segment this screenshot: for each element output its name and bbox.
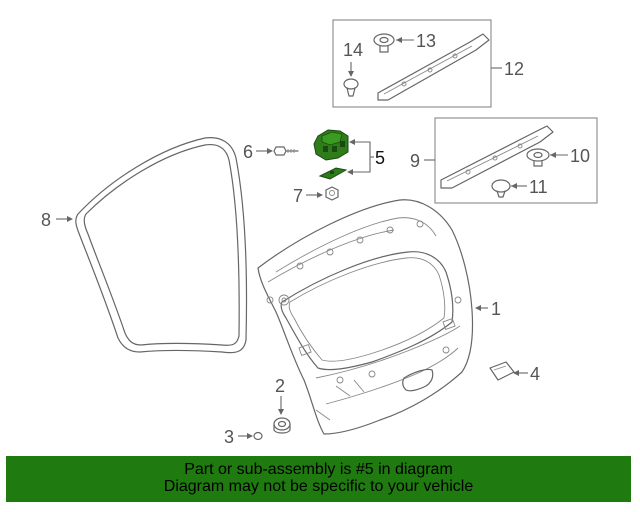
- plug-3[interactable]: [253, 431, 263, 441]
- callout-10: 10: [570, 146, 590, 166]
- callout-8: 8: [41, 210, 51, 230]
- bolt-6[interactable]: [273, 146, 299, 156]
- callout-5: 5: [375, 148, 385, 168]
- callout-3: 3: [224, 427, 234, 447]
- bracket-4[interactable]: [489, 361, 515, 381]
- clip-13[interactable]: [373, 33, 395, 53]
- callout-14: 14: [343, 40, 363, 60]
- callout-4: 4: [530, 364, 540, 384]
- callout-11: 11: [529, 177, 548, 197]
- bumper-2[interactable]: [273, 417, 291, 434]
- weatherstrip-9[interactable]: [440, 125, 554, 189]
- clip-11[interactable]: [491, 179, 511, 198]
- banner-line-1: Part or sub-assembly is #5 in diagram: [184, 461, 453, 478]
- clip-14[interactable]: [343, 78, 359, 97]
- nut-7[interactable]: [325, 186, 339, 201]
- callout-6: 6: [243, 142, 253, 162]
- weatherstrip-12[interactable]: [377, 33, 490, 101]
- callout-7: 7: [293, 186, 303, 206]
- part-group-box-12: [332, 19, 492, 108]
- callout-2: 2: [275, 376, 285, 396]
- callout-9: 9: [410, 151, 420, 171]
- parts-diagram: 13 14 12 10 11 9: [41, 19, 598, 447]
- callout-12: 12: [504, 59, 524, 79]
- info-banner: Part or sub-assembly is #5 in diagram Di…: [6, 456, 631, 502]
- callout-13: 13: [416, 31, 436, 51]
- clip-10[interactable]: [526, 148, 550, 167]
- hinge-assembly-5[interactable]: [313, 129, 349, 180]
- liftgate-1[interactable]: [257, 199, 474, 435]
- callout-1: 1: [491, 299, 501, 319]
- liftgate-weatherstrip-8[interactable]: [75, 137, 248, 354]
- banner-line-2: Diagram may not be specific to your vehi…: [163, 478, 474, 495]
